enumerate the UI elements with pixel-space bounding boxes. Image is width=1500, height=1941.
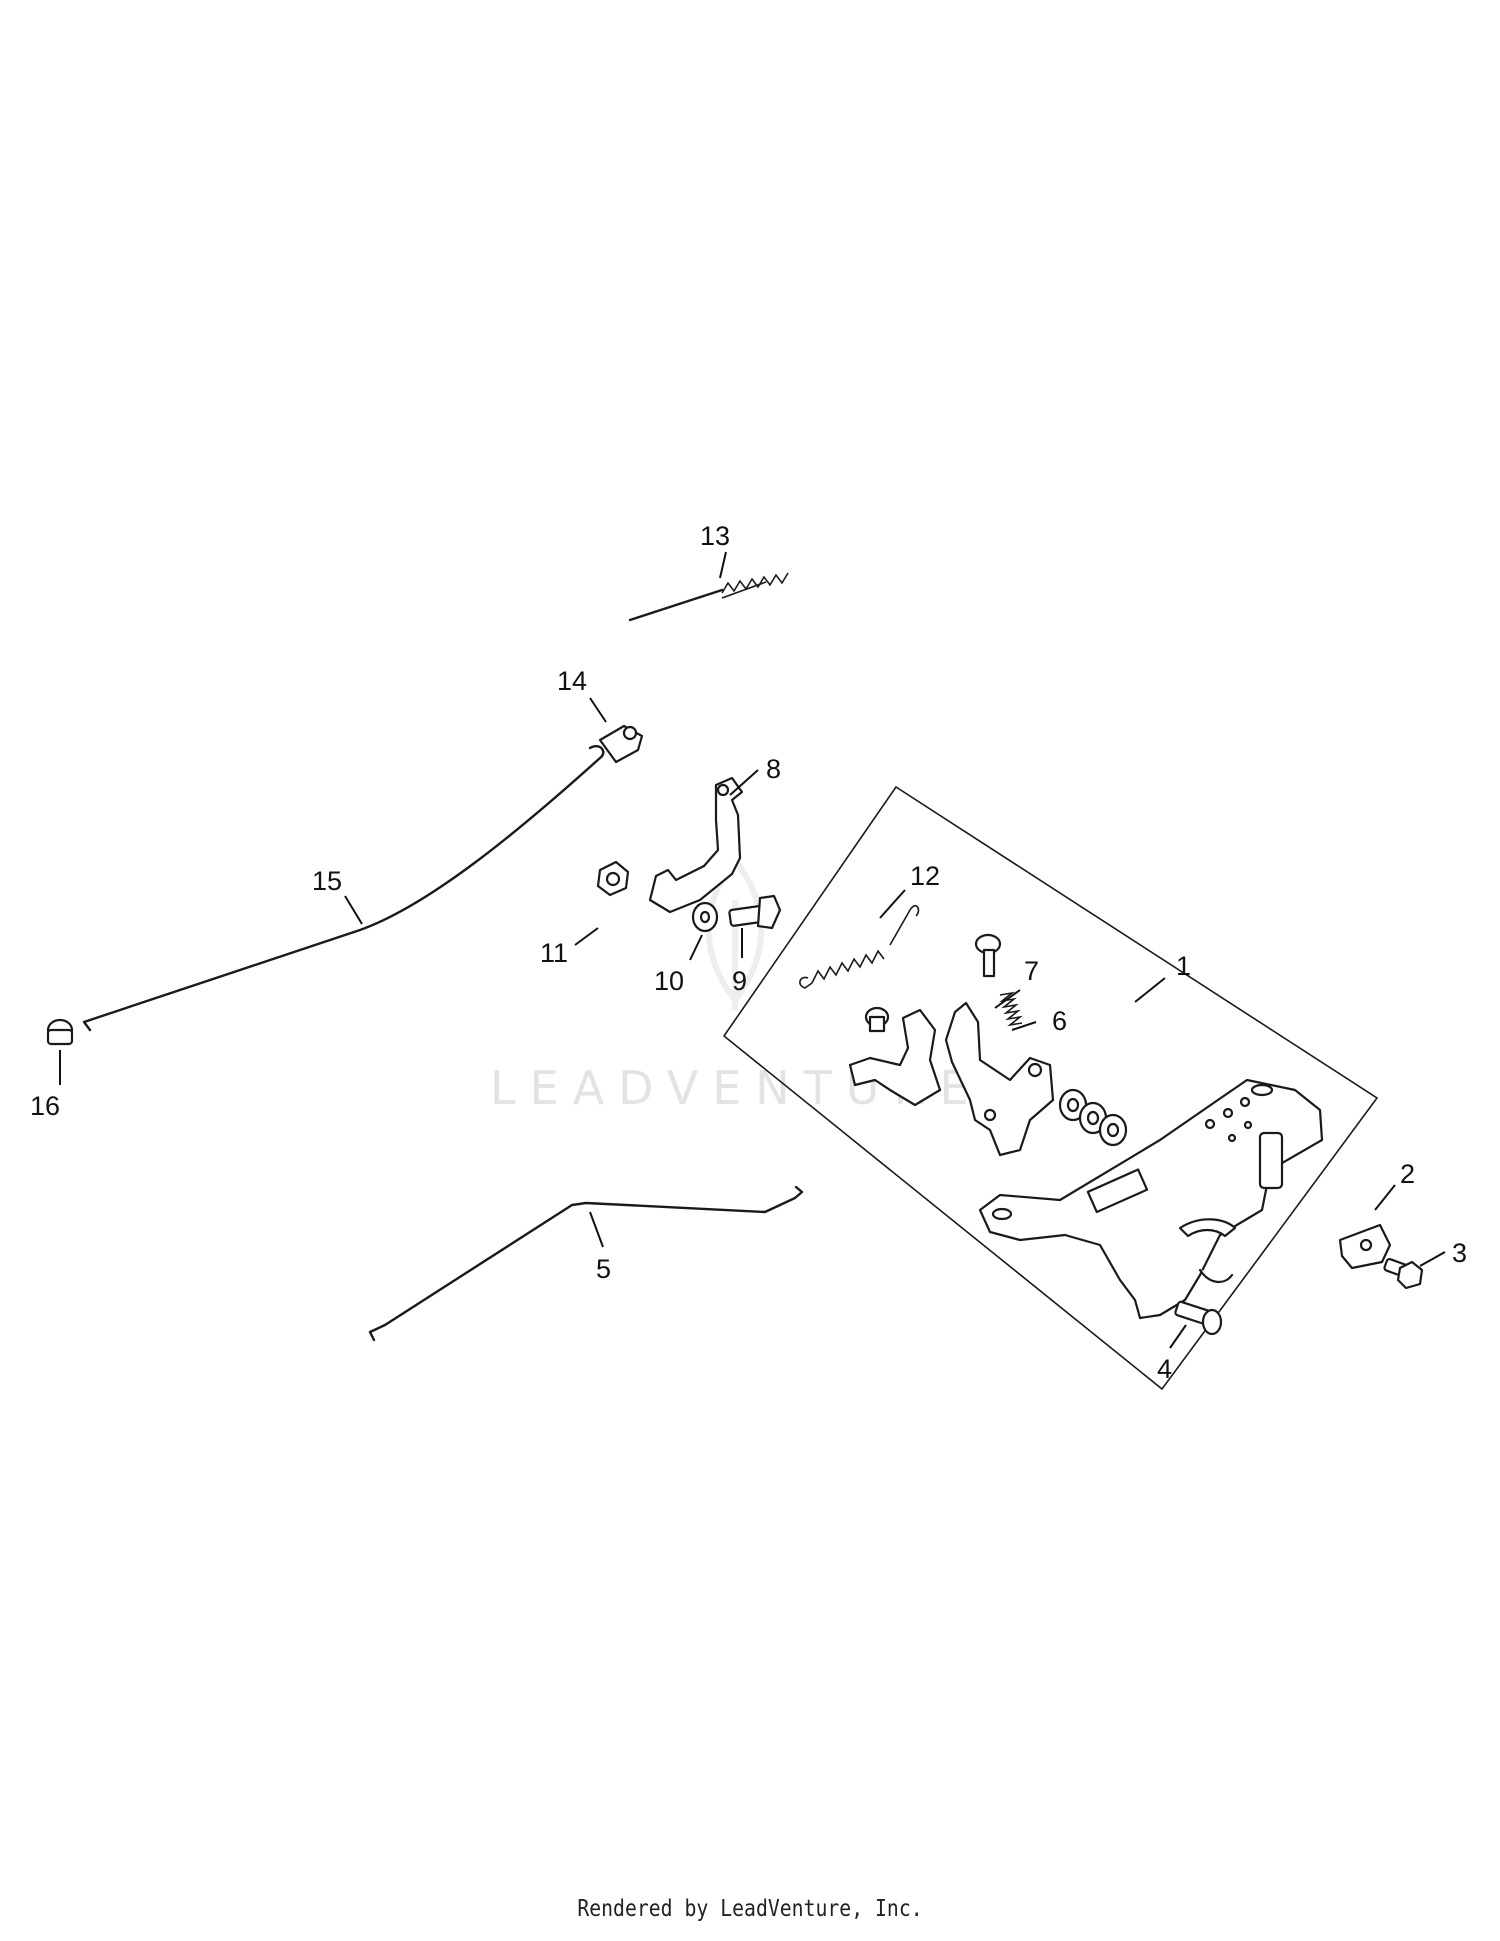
part-8-bracket bbox=[648, 776, 744, 914]
part-1-control-plate bbox=[978, 1078, 1324, 1320]
callout-2: 2 bbox=[1400, 1159, 1415, 1189]
part-9-bolt bbox=[728, 894, 782, 930]
governor-levers bbox=[848, 1001, 1055, 1157]
callout-11: 11 bbox=[540, 938, 568, 968]
callout-5: 5 bbox=[596, 1254, 611, 1284]
callouts: 13 14 15 16 8 11 10 9 12 7 6 1 2 3 4 5 bbox=[30, 521, 1467, 1384]
part-13-spring bbox=[628, 572, 789, 622]
callout-8: 8 bbox=[766, 754, 781, 784]
part-15-rod bbox=[82, 744, 605, 1032]
part-4-bolt bbox=[1174, 1300, 1223, 1336]
part-14-clip bbox=[598, 724, 644, 764]
part-6-spring bbox=[999, 991, 1023, 1027]
leader-lines bbox=[59, 551, 1446, 1349]
assembly-outline bbox=[722, 785, 1379, 1391]
callout-6: 6 bbox=[1052, 1006, 1067, 1036]
callout-13: 13 bbox=[700, 521, 730, 551]
part-8-hole bbox=[716, 783, 730, 797]
callout-15: 15 bbox=[312, 866, 342, 896]
part-2-clip bbox=[1338, 1223, 1392, 1270]
part-11-nut bbox=[596, 860, 630, 897]
callout-10: 10 bbox=[654, 966, 684, 996]
callout-14: 14 bbox=[557, 666, 587, 696]
callout-4: 4 bbox=[1157, 1354, 1172, 1384]
callout-1: 1 bbox=[1176, 951, 1191, 981]
footer-credit: Rendered by LeadVenture, Inc. bbox=[577, 1896, 923, 1922]
callout-7: 7 bbox=[1024, 956, 1039, 986]
part-16-nut bbox=[46, 1018, 74, 1046]
part-3-bolt bbox=[1383, 1258, 1424, 1290]
part-10-washer bbox=[691, 901, 719, 933]
callout-12: 12 bbox=[910, 861, 940, 891]
washer-stack bbox=[1058, 1088, 1128, 1147]
part-12-spring bbox=[799, 905, 920, 989]
part-5-rod bbox=[368, 1185, 804, 1342]
callout-3: 3 bbox=[1452, 1238, 1467, 1268]
callout-16: 16 bbox=[30, 1091, 60, 1121]
callout-9: 9 bbox=[732, 966, 747, 996]
part-7-screw bbox=[974, 933, 1002, 978]
